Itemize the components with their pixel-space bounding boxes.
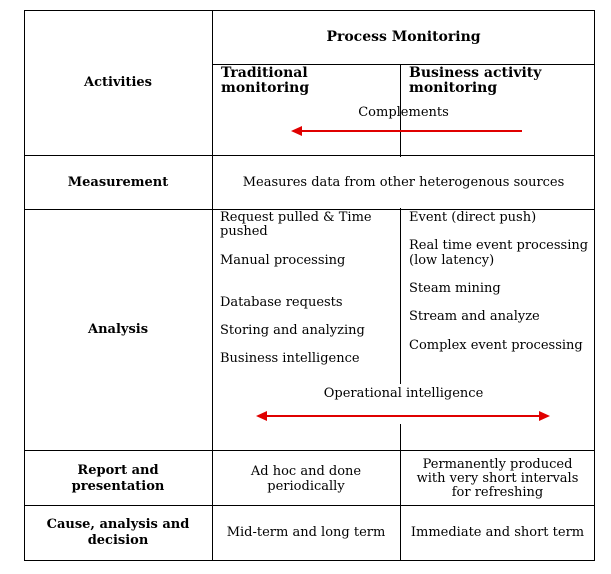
row-divider-4 [24,505,595,506]
row-divider-3 [24,450,595,451]
analysis-traditional-item: Business intelligence [220,351,360,366]
cause-traditional: Mid-term and long term [226,525,386,540]
cause-label-line2: decision [87,533,149,548]
complements-label: Complements [358,105,449,120]
cause-label-line1: Cause, analysis and [46,517,190,532]
analysis-traditional-item: Manual processing [220,253,346,268]
bam-header-line1: Business activity [409,65,542,81]
operational-intelligence-label: Operational intelligence [323,386,484,401]
bam-header-line2: monitoring [409,80,498,96]
process-monitoring-header: Process Monitoring [326,29,481,45]
analysis-bam-item: Complex event processing [409,338,583,353]
analysis-traditional-item: Storing and analyzing [220,323,365,338]
report-traditional-line2: periodically [267,479,345,494]
analysis-bam-item: Stream and analyze [409,309,540,324]
report-bam-line3: for refreshing [451,485,544,500]
report-label-line1: Report and [77,463,159,478]
measurement-span-mask [396,157,405,208]
traditional-monitoring-header-line1: Traditional [221,65,308,81]
complements-arrow [291,126,522,136]
analysis-bam-item: Real time event processing [409,238,589,253]
report-traditional-line1: Ad hoc and done [250,464,362,479]
comparison-table [24,10,595,561]
row-divider-1 [24,155,595,156]
col-divider-sub [400,65,401,561]
row-divider-2 [24,209,595,210]
col-divider-main [212,10,213,561]
analysis-bam-item: (low latency) [409,253,495,268]
analysis-bam-item: Steam mining [409,281,501,296]
header-subdivider [212,64,595,65]
report-bam-line2: with very short intervals [416,471,579,486]
analysis-traditional-item: Request pulled & Time [220,210,372,225]
report-bam-line1: Permanently produced [422,457,573,472]
traditional-monitoring-header-line2: monitoring [221,80,310,96]
operational-span-mask [396,384,405,424]
analysis-label: Analysis [87,322,149,337]
measurement-label: Measurement [67,175,169,190]
report-label-line2: presentation [71,479,165,494]
measurement-text: Measures data from other heterogenous so… [242,175,565,190]
analysis-traditional-item: Database requests [220,295,343,310]
activities-header: Activities [84,75,152,90]
cause-bam: Immediate and short term [410,525,585,540]
operational-arrow [256,411,550,421]
analysis-traditional-item: pushed [220,224,268,239]
analysis-bam-item: Event (direct push) [409,210,537,225]
